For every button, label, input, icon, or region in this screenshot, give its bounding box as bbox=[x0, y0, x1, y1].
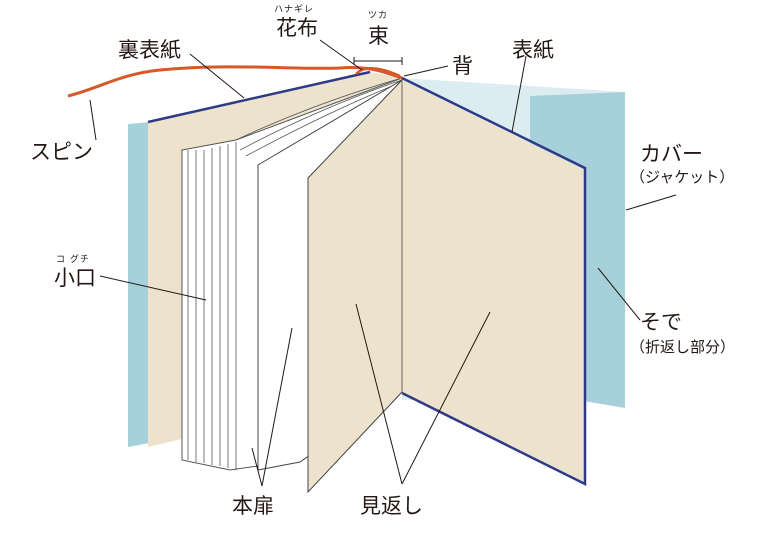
spin-label: スピン bbox=[30, 140, 93, 164]
cover-sublabel: （ジャケット） bbox=[630, 168, 735, 186]
honbira-label: 本扉 bbox=[232, 494, 274, 518]
spin-ribbon bbox=[67, 65, 403, 98]
page-fore-edge bbox=[187, 77, 403, 470]
leader-lines bbox=[89, 39, 677, 487]
tsuka-ruby: ツカ bbox=[368, 11, 389, 21]
tsuka-label: 束 bbox=[368, 24, 389, 48]
front-board-edge bbox=[401, 76, 587, 487]
mikaeshi-label: 見返し bbox=[360, 494, 423, 518]
hanagire-ruby: ハナギレ bbox=[274, 5, 315, 15]
koguchi-label: 小口 bbox=[54, 266, 96, 290]
sode-sublabel: （折返し部分） bbox=[630, 338, 736, 356]
koguchi-ruby: コ グチ bbox=[56, 255, 90, 265]
pasted-endpaper bbox=[402, 80, 585, 483]
hyoushi-label: 表紙 bbox=[512, 38, 554, 62]
urabyoushi-label: 裏表紙 bbox=[118, 38, 181, 62]
se-label: 背 bbox=[452, 54, 473, 78]
hanagire-label: 花布 bbox=[276, 16, 318, 40]
cover-label: カバー bbox=[640, 142, 703, 166]
sode-label: そで bbox=[640, 310, 682, 334]
